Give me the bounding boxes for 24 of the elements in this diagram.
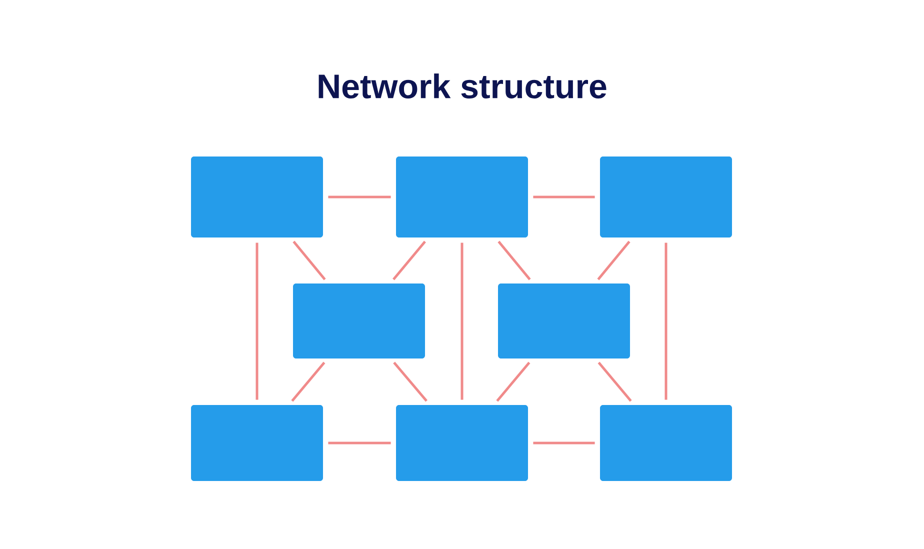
network-box (498, 284, 630, 358)
title: Network structure (318, 74, 606, 98)
network-box (600, 156, 732, 238)
connector-line (533, 196, 595, 198)
connector-line (496, 362, 530, 402)
connector-line (598, 362, 632, 402)
network-box (293, 284, 425, 358)
connector-line (392, 240, 426, 280)
network-box (396, 404, 528, 481)
connector-line (460, 242, 464, 400)
connector-line (256, 242, 258, 400)
connector-line (597, 240, 630, 280)
connector-line (533, 442, 595, 444)
connector-line (664, 242, 668, 400)
connector-line (291, 362, 326, 402)
connector-line (328, 442, 391, 444)
network-box (600, 404, 732, 481)
network-box (191, 156, 323, 238)
connector-line (292, 240, 326, 280)
network-box (396, 156, 528, 238)
connector-line (498, 240, 531, 280)
connector-line (393, 362, 428, 402)
network-box (191, 404, 323, 481)
connector-line (328, 196, 391, 198)
